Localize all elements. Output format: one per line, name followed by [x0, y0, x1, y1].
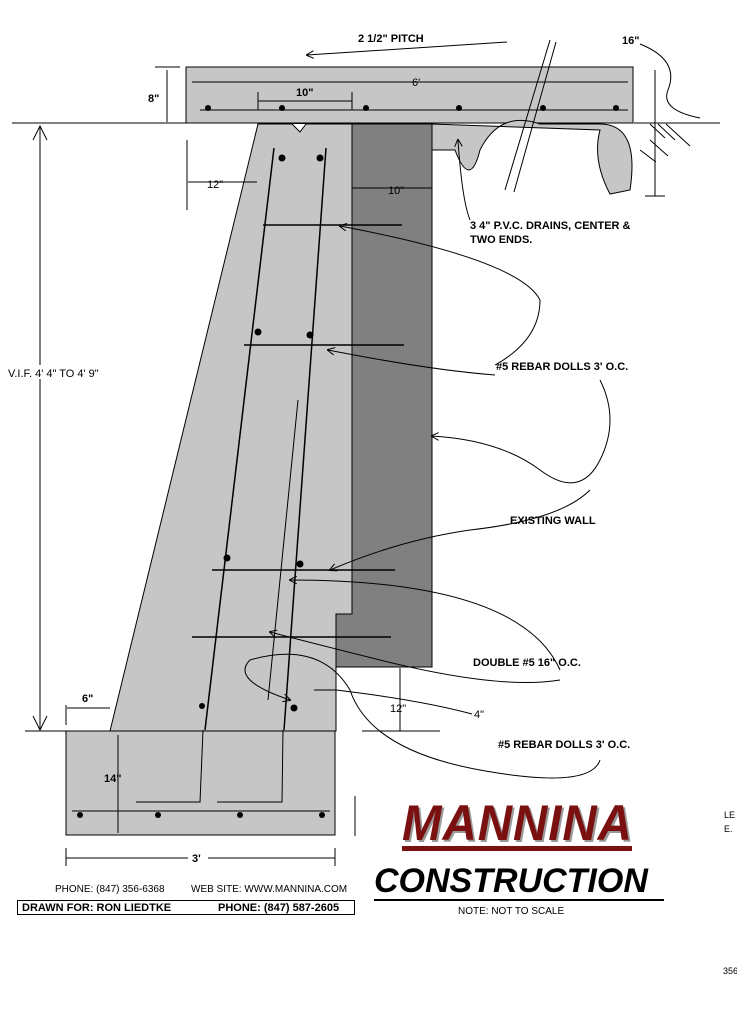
scale-note: NOTE: NOT TO SCALE: [458, 906, 565, 917]
dowels-top-leader-2: [328, 350, 496, 376]
vif-label: V.I.F. 4' 4" TO 4' 9": [8, 368, 99, 380]
drains-label: 3 4" P.V.C. DRAINS, CENTER &: [470, 220, 631, 232]
cap-rebar-dots: [205, 105, 619, 111]
double-rebar-leader: [270, 632, 561, 683]
pitch-label: 2 1/2" PITCH: [358, 33, 424, 45]
dowels-bottom-leader: [244, 653, 601, 779]
wall-offset-label: 12": [207, 179, 223, 191]
horizontal-dowels: [192, 224, 404, 638]
footing-width-bg: [188, 851, 208, 865]
overhang-label: 16": [622, 35, 639, 47]
toe-label: 6": [82, 693, 93, 705]
edge-text-1: LE: [724, 810, 736, 820]
wall-rebar-dots: [199, 154, 324, 712]
vif-label-bg: [5, 365, 115, 379]
gap-4-leader: [335, 689, 473, 715]
drawn-for-label: DRAWN FOR: RON LIEDTKE: [22, 902, 172, 914]
double-rebar-leader-2: [290, 580, 561, 671]
double-rebar-label: DOUBLE #5 16" O.C.: [473, 657, 581, 669]
existing-wall-leader-2: [330, 489, 591, 570]
overhang-leader: [639, 43, 701, 119]
wall-rebar-front: [204, 147, 275, 731]
footing-rebar-dots: [77, 812, 325, 818]
gap-12-label: 12": [390, 703, 406, 715]
soil-hatch: [639, 123, 691, 163]
vif-arrow-top: [32, 124, 48, 141]
company-phone: PHONE: (847) 356-6368: [55, 884, 165, 895]
cap-drip-profile: [431, 119, 633, 195]
wall-rebar-extra: [267, 399, 299, 701]
footing-hook-right: [217, 729, 284, 803]
wall-cap: [185, 66, 634, 124]
client-phone: PHONE: (847) 587-2605: [218, 902, 340, 914]
break-line-2: [513, 41, 557, 193]
footing-thickness-label: 14": [104, 773, 121, 785]
drains-leader: [458, 140, 471, 221]
company-logo-subtitle: CONSTRUCTION: [374, 862, 648, 900]
dowels-top-label: #5 REBAR DOLLS 3' O.C.: [496, 361, 628, 373]
logo-subtitle-underline: [374, 899, 664, 901]
existing-wall-label: EXISTING WALL: [510, 515, 596, 527]
existing-wall-leader: [432, 379, 611, 484]
footing-hook-left: [136, 729, 204, 803]
cap-inner-label: 10": [296, 87, 313, 99]
new-wall: [109, 123, 353, 732]
dowels-bottom-label: #5 REBAR DOLLS 3' O.C.: [498, 739, 630, 751]
pitch-arrow: [307, 41, 508, 55]
cap-width-label: 6': [412, 77, 420, 89]
wall-rebar-back: [283, 147, 327, 731]
wall-gap-label: 10": [388, 185, 404, 197]
dowels-top-leader-1: [340, 226, 541, 366]
drains-label-2: TWO ENDS.: [470, 234, 532, 246]
vif-arrow-bottom: [32, 715, 48, 732]
drawn-for-box: DRAWN FOR: RON LIEDTKE PHONE: (847) 587-…: [17, 900, 355, 915]
edge-text-3: 356: [723, 966, 737, 976]
drain-notch: [291, 123, 307, 133]
company-logo-name: MANNINA: [402, 795, 633, 851]
logo-underline: [402, 846, 632, 851]
edge-text-2: E.: [724, 824, 733, 834]
company-website: WEB SITE: WWW.MANNINA.COM: [191, 884, 348, 895]
break-line-1: [504, 39, 551, 191]
cap-thickness-label: 8": [148, 93, 159, 105]
gap-4-label: 4": [474, 709, 484, 721]
footing-width-label: 3': [192, 853, 201, 865]
